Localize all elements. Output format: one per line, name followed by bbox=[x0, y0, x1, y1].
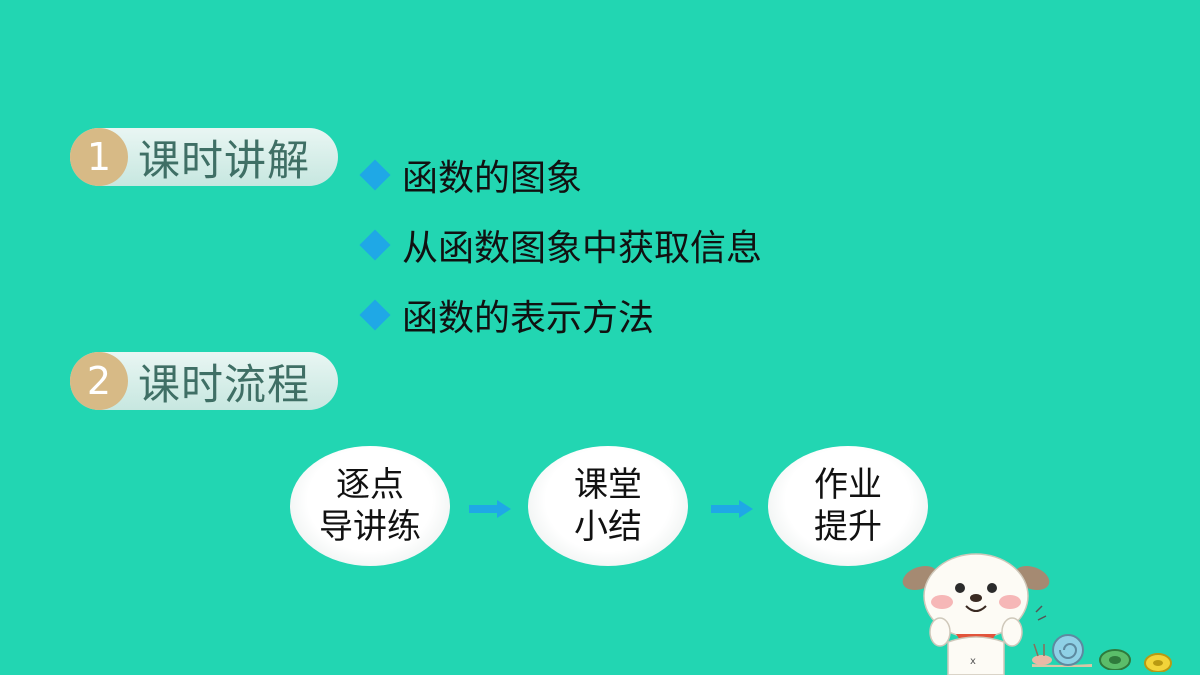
list-item-text: 从函数图象中获取信息 bbox=[402, 228, 763, 269]
flow-step-summary: 课堂 小结 bbox=[528, 446, 688, 566]
list-item: 函数的图象 bbox=[358, 140, 762, 210]
right-arrow-icon bbox=[711, 500, 753, 518]
flow-step-line: 提升 bbox=[814, 507, 882, 547]
section-header-2: 2 课时流程 bbox=[70, 352, 338, 410]
svg-text:x: x bbox=[970, 656, 976, 667]
right-arrow-icon bbox=[469, 500, 511, 518]
section-header-1: 1 课时讲解 bbox=[70, 128, 338, 186]
green-ball-icon bbox=[1099, 649, 1131, 670]
flow-step-line: 导讲练 bbox=[319, 507, 421, 547]
section-number: 2 bbox=[70, 352, 128, 410]
flow-step-practice: 逐点 导讲练 bbox=[290, 446, 450, 566]
list-item-text: 函数的图象 bbox=[402, 158, 583, 199]
snail-icon bbox=[1032, 634, 1092, 667]
flow-step-line: 逐点 bbox=[336, 465, 404, 505]
topic-list: 函数的图象 从函数图象中获取信息 函数的表示方法 bbox=[358, 140, 762, 350]
list-item-text: 函数的表示方法 bbox=[402, 298, 655, 339]
diamond-bullet-icon bbox=[359, 299, 391, 331]
cartoon-dog-icon: x bbox=[902, 553, 1050, 675]
flow-step-line: 课堂 bbox=[574, 465, 642, 505]
section-title: 课时讲解 bbox=[138, 135, 311, 185]
flow-step-line: 小结 bbox=[574, 507, 642, 547]
list-item: 函数的表示方法 bbox=[358, 280, 762, 350]
diamond-bullet-icon bbox=[359, 229, 391, 261]
section-title: 课时流程 bbox=[138, 359, 311, 409]
section-number: 1 bbox=[70, 128, 128, 186]
list-item: 从函数图象中获取信息 bbox=[358, 210, 762, 280]
flow-step-line: 作业 bbox=[814, 465, 882, 505]
diamond-bullet-icon bbox=[359, 159, 391, 191]
flow-step-homework: 作业 提升 bbox=[768, 446, 928, 566]
yellow-ball-icon bbox=[1144, 653, 1172, 672]
